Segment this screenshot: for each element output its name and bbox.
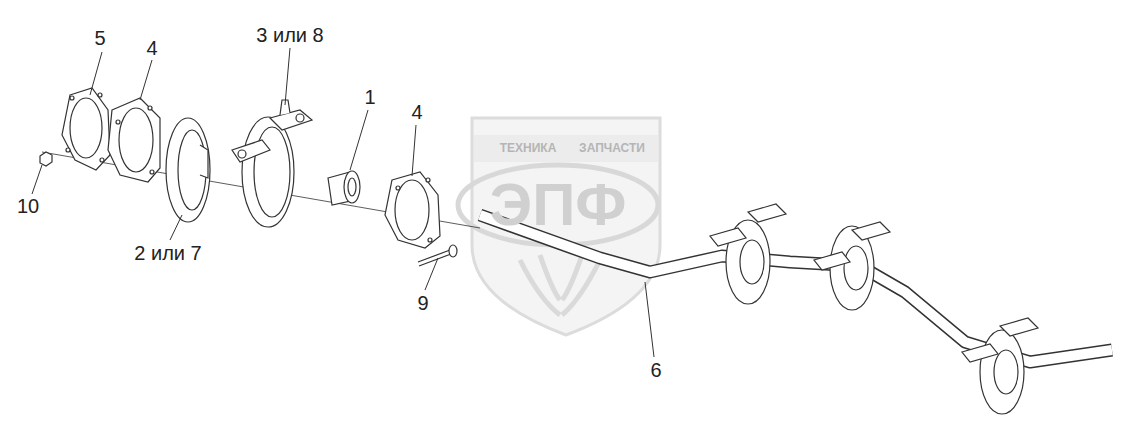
callout-number: 3 или 8 [256, 24, 323, 46]
callout-number: 10 [17, 195, 39, 217]
watermark-ellipse [458, 165, 658, 245]
callout-number: 4 [411, 101, 422, 123]
callout-number: 1 [364, 86, 375, 108]
shaft-bearing-housing [814, 222, 890, 310]
watermark-text: ТЕХНИКА [500, 142, 557, 155]
seal [166, 118, 210, 222]
watermark-wheat [520, 255, 600, 315]
watermark-shield-outline [472, 118, 660, 335]
shaft-bearing-housing [962, 318, 1038, 414]
bearing-housing [232, 100, 312, 227]
watermark-text: ЗАПЧАСТИ [579, 142, 645, 155]
callout-number: 5 [94, 27, 105, 49]
gasket [62, 88, 110, 170]
bolt [418, 245, 457, 266]
callout-number: 4 [146, 37, 157, 59]
watermark-logo: ЭПФ [489, 172, 626, 238]
shaft-bearing-housing [710, 204, 786, 304]
nut [40, 152, 52, 166]
leader-lines [32, 48, 654, 357]
flange-plate [385, 172, 440, 248]
callout-number: 2 или 7 [134, 242, 201, 264]
watermark-band [474, 135, 658, 162]
bearing [328, 171, 360, 205]
callout-number: 9 [417, 292, 428, 314]
flange-plate [108, 98, 160, 182]
callout-number: 6 [650, 359, 661, 381]
